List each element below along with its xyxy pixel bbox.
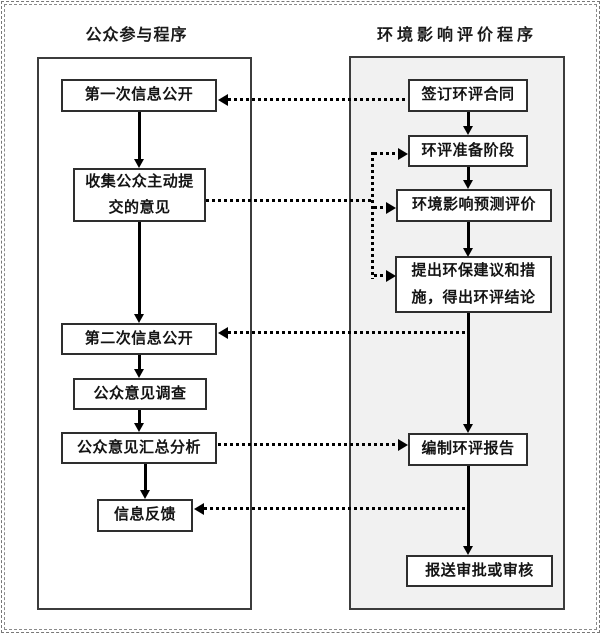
arrowhead-right-icon xyxy=(386,270,396,282)
box-opinion-summary-analysis: 公众意见汇总分析 xyxy=(61,432,217,464)
box-public-opinion-survey: 公众意见调查 xyxy=(73,378,207,410)
arrowhead-right-icon xyxy=(386,202,396,214)
right-column-title: 环境影响评价程序 xyxy=(376,27,537,44)
arrow-prediction-to-suggestions xyxy=(467,222,470,248)
arrowhead-down-icon xyxy=(463,248,473,257)
box-submit-for-approval: 报送审批或审核 xyxy=(406,555,553,587)
arrowhead-down-icon xyxy=(140,490,150,499)
dotted-branch-to-prediction xyxy=(374,206,386,209)
box-compile-eia-report: 编制环评报告 xyxy=(408,433,528,466)
box-information-feedback: 信息反馈 xyxy=(97,499,193,532)
arrow-disclosure2-to-survey xyxy=(138,355,141,369)
arrowhead-left-icon xyxy=(218,327,228,339)
arrowhead-down-icon xyxy=(134,423,144,432)
dotted-link-conclusion-to-disclosure2 xyxy=(228,331,468,334)
arrow-contract-to-preparation xyxy=(467,112,470,126)
page-border-inner xyxy=(4,4,597,630)
box-eia-preparation-stage: 环评准备阶段 xyxy=(408,135,528,167)
dotted-link-report-to-feedback xyxy=(204,507,468,510)
arrowhead-right-icon xyxy=(398,439,408,451)
arrow-preparation-to-prediction xyxy=(467,167,470,180)
dotted-branch-to-suggestions xyxy=(374,274,386,277)
box-label-line: 提出环保建议和措 xyxy=(411,262,536,280)
box-label: 签订环评合同 xyxy=(421,86,515,104)
arrowhead-right-icon xyxy=(398,148,408,160)
dotted-link-analysis-to-report xyxy=(218,443,398,446)
box-label: 信息反馈 xyxy=(113,506,176,524)
dotted-branch-to-preparation xyxy=(374,152,398,155)
box-label: 环评准备阶段 xyxy=(421,141,515,159)
box-label: 第二次信息公开 xyxy=(84,329,194,347)
left-column-title: 公众参与程序 xyxy=(85,27,188,44)
box-label-line: 收集公众主动提 xyxy=(85,172,194,190)
dotted-link-collect-trunk-horizontal xyxy=(206,199,372,202)
arrowhead-down-icon xyxy=(463,126,473,135)
dotted-link-contract-to-disclosure1 xyxy=(228,98,408,101)
box-collect-public-opinions: 收集公众主动提 交的意见 xyxy=(73,168,206,222)
box-label-line: 交的意见 xyxy=(108,199,171,216)
arrow-collect-to-disclosure2 xyxy=(138,222,141,314)
arrow-disclosure1-to-collect xyxy=(138,112,141,159)
box-label: 环境影响预测评价 xyxy=(411,196,536,214)
box-sign-eia-contract: 签订环评合同 xyxy=(408,79,528,112)
box-label-line: 施，得出环评结论 xyxy=(411,288,536,306)
box-suggestions-and-conclusion: 提出环保建议和措 施，得出环评结论 xyxy=(395,256,552,313)
box-impact-prediction-evaluation: 环境影响预测评价 xyxy=(396,189,552,222)
arrow-suggestions-to-report xyxy=(467,313,470,424)
arrowhead-down-icon xyxy=(463,546,473,555)
arrowhead-down-icon xyxy=(463,424,473,433)
arrow-survey-to-analysis xyxy=(138,410,141,423)
box-second-info-disclosure: 第二次信息公开 xyxy=(61,323,217,355)
box-label: 编制环评报告 xyxy=(421,440,515,458)
box-label: 公众意见汇总分析 xyxy=(76,438,201,456)
arrow-report-to-approval xyxy=(467,466,470,546)
box-first-info-disclosure: 第一次信息公开 xyxy=(61,79,217,112)
arrowhead-left-icon xyxy=(218,94,228,106)
box-label: 报送审批或审核 xyxy=(425,561,534,579)
arrowhead-down-icon xyxy=(134,314,144,323)
arrowhead-down-icon xyxy=(134,369,144,378)
arrowhead-down-icon xyxy=(463,180,473,189)
arrow-analysis-to-feedback xyxy=(144,464,147,490)
arrowhead-down-icon xyxy=(134,159,144,168)
arrowhead-left-icon xyxy=(194,503,204,515)
box-label: 公众意见调查 xyxy=(93,384,187,402)
dotted-link-collect-trunk-vertical xyxy=(371,152,374,279)
box-label: 第一次信息公开 xyxy=(84,86,194,104)
